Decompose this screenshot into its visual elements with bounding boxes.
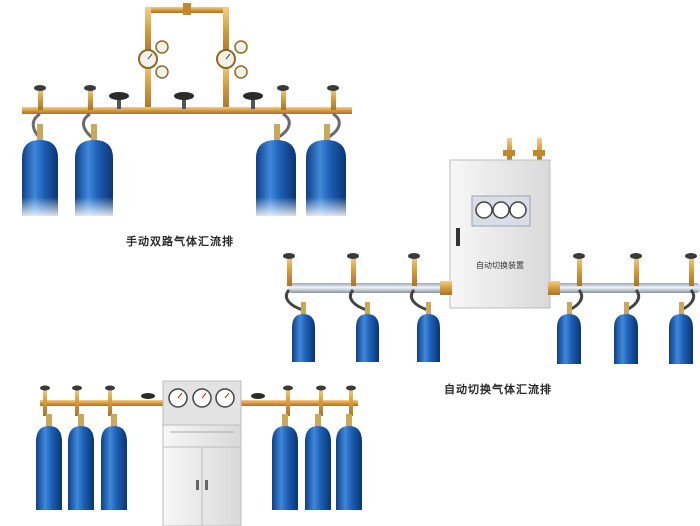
gas-cylinder bbox=[557, 302, 581, 364]
gas-cylinder bbox=[292, 302, 315, 362]
valve-handle-icon bbox=[243, 92, 263, 109]
pressure-gauge-icon bbox=[475, 201, 493, 219]
gas-cylinder bbox=[36, 414, 62, 510]
pressure-gauge-icon bbox=[138, 40, 169, 79]
manual-manifold-caption: 手动双路气体汇流排 bbox=[126, 235, 234, 248]
gas-cylinder bbox=[22, 124, 58, 216]
manual-manifold bbox=[22, 3, 352, 216]
gas-cylinder bbox=[272, 414, 298, 510]
pressure-gauge-icon bbox=[192, 388, 212, 408]
gas-cylinder bbox=[306, 124, 346, 216]
gas-cylinder bbox=[614, 302, 638, 364]
gas-cylinder bbox=[417, 302, 440, 362]
valve-handle-icon bbox=[251, 393, 265, 399]
gas-cylinder bbox=[669, 302, 693, 364]
gas-cylinder bbox=[68, 414, 94, 510]
pressure-gauge-icon bbox=[168, 388, 188, 408]
pressure-gauge-icon bbox=[492, 201, 510, 219]
gas-cylinder bbox=[101, 414, 127, 510]
valve-handle-icon bbox=[141, 393, 155, 399]
pressure-gauge-icon bbox=[215, 388, 235, 408]
gas-cylinder bbox=[356, 302, 379, 362]
cabinet-label: 自动切换装置 bbox=[476, 260, 524, 270]
pressure-gauge-icon bbox=[216, 40, 248, 79]
auto-manifold-caption: 自动切换气体汇流排 bbox=[444, 383, 552, 396]
gas-cylinder bbox=[75, 124, 113, 216]
valve-handle-icon bbox=[174, 92, 194, 109]
pressure-gauge-icon bbox=[509, 201, 527, 219]
gas-cylinder bbox=[305, 414, 331, 510]
control-cabinet bbox=[162, 380, 242, 526]
auto-switch-manifold: 自动切换装置 bbox=[283, 138, 700, 364]
control-cabinet: 自动切换装置 bbox=[440, 159, 560, 309]
valve-handle-icon bbox=[109, 92, 129, 109]
panel-manifold bbox=[36, 380, 362, 526]
gas-cylinder bbox=[256, 124, 296, 216]
gas-cylinder bbox=[336, 414, 362, 510]
